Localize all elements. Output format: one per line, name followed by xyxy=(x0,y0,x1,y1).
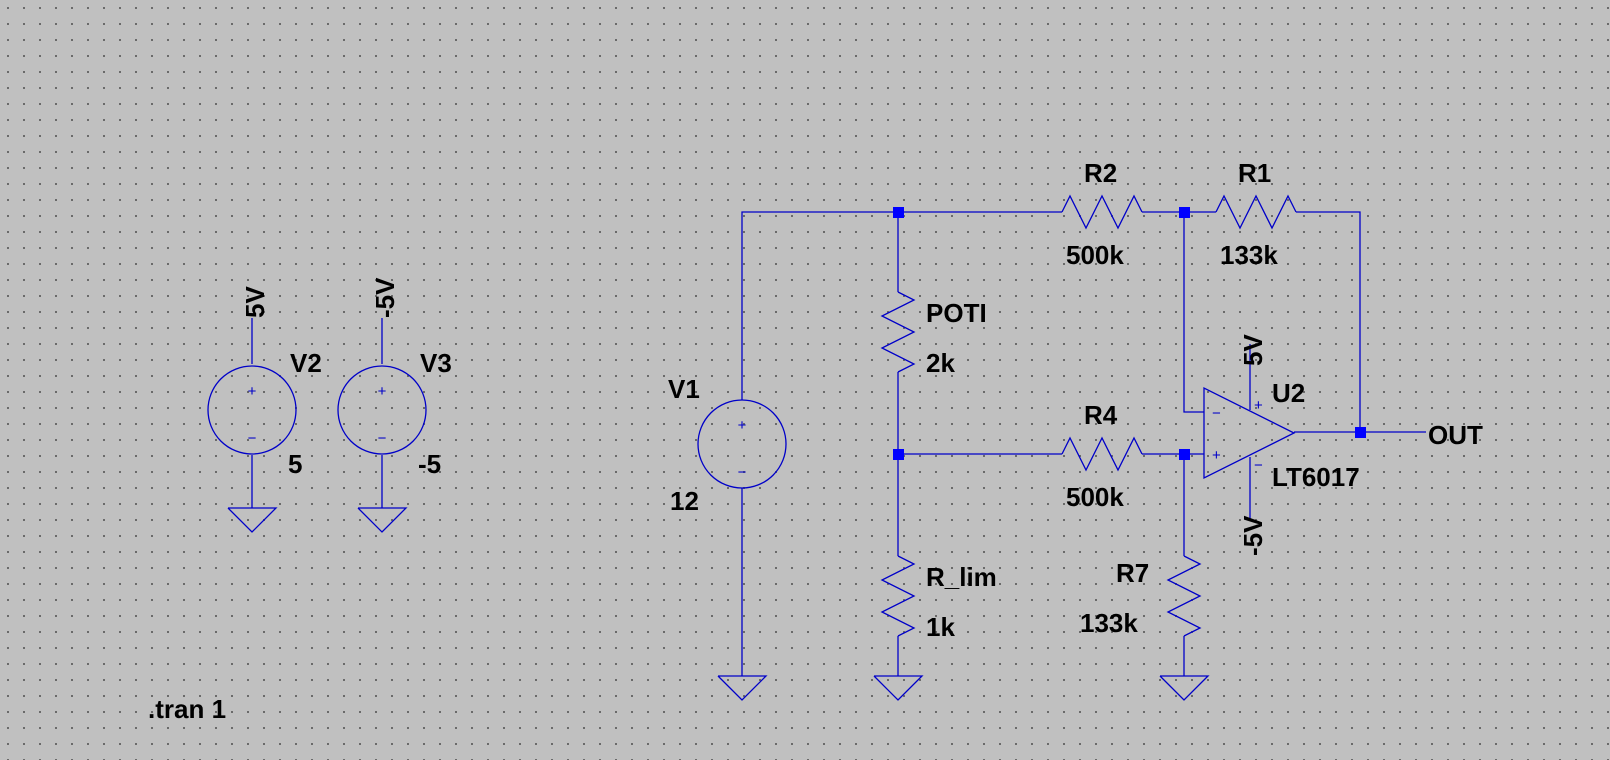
r1-name: R1 xyxy=(1238,158,1271,188)
poti-resistor[interactable] xyxy=(880,212,916,454)
r-lim-resistor[interactable] xyxy=(880,454,916,676)
v1-wires xyxy=(741,211,898,676)
v2-source[interactable]: + − xyxy=(207,318,297,508)
v2-name: V2 xyxy=(290,348,322,378)
v2-net-label-5v: 5V xyxy=(240,286,270,318)
v2-plus-mark: + xyxy=(248,383,257,400)
r7-ground-symbol xyxy=(1159,675,1210,701)
opamp-vminus-mark: − xyxy=(1254,457,1263,474)
v3-minus-mark: − xyxy=(378,430,387,447)
v1-minus-mark: − xyxy=(738,464,747,481)
r7-name: R7 xyxy=(1116,558,1149,588)
r4-resistor[interactable] xyxy=(898,436,1204,472)
v3-name: V3 xyxy=(420,348,452,378)
r-lim-value: 1k xyxy=(926,612,955,642)
v1-name: V1 xyxy=(668,374,700,404)
opamp-name: U2 xyxy=(1272,378,1305,408)
r2-name: R2 xyxy=(1084,158,1117,188)
junction-node-out xyxy=(1355,427,1366,438)
opamp-supply-5v-label: 5V xyxy=(1238,334,1268,366)
v1-source[interactable]: + − xyxy=(697,399,787,489)
r7-resistor[interactable] xyxy=(1166,454,1202,676)
spice-directive[interactable]: .tran 1 xyxy=(148,694,226,724)
r4-value: 500k xyxy=(1066,482,1124,512)
r1-value: 133k xyxy=(1220,240,1278,270)
opamp-minus-pin: − xyxy=(1212,405,1221,422)
r4-name: R4 xyxy=(1084,400,1118,430)
opamp-supply-neg5v-label: -5V xyxy=(1238,515,1268,556)
v3-plus-mark: + xyxy=(378,383,387,400)
r-lim-name: R_lim xyxy=(926,562,997,592)
v1-plus-mark: + xyxy=(738,417,747,434)
r7-value: 133k xyxy=(1080,608,1138,638)
inverting-input-wire xyxy=(1183,212,1204,413)
junction-node-top-left xyxy=(893,207,904,218)
junction-node-top-right xyxy=(1179,207,1190,218)
v3-ground-symbol xyxy=(357,507,408,533)
v3-net-label-neg5v: -5V xyxy=(370,277,400,318)
v2-value: 5 xyxy=(288,449,302,479)
poti-value: 2k xyxy=(926,348,955,378)
r2-resistor[interactable] xyxy=(898,194,1184,230)
junction-node-mid-left xyxy=(893,449,904,460)
opamp-vplus-mark: + xyxy=(1254,397,1263,414)
r2-value: 500k xyxy=(1066,240,1124,270)
opamp-plus-pin: + xyxy=(1212,447,1221,464)
poti-name: POTI xyxy=(926,298,987,328)
junction-node-mid-right xyxy=(1179,449,1190,460)
v1-ground-symbol xyxy=(717,675,768,701)
out-net-label: OUT xyxy=(1428,420,1483,450)
opamp-model: LT6017 xyxy=(1272,462,1360,492)
v3-value: -5 xyxy=(418,449,441,479)
v3-source[interactable]: + − xyxy=(337,318,427,508)
v2-minus-mark: − xyxy=(248,430,257,447)
v1-value: 12 xyxy=(670,486,699,516)
r-lim-ground-symbol xyxy=(873,675,924,701)
v2-ground-symbol xyxy=(227,507,278,533)
